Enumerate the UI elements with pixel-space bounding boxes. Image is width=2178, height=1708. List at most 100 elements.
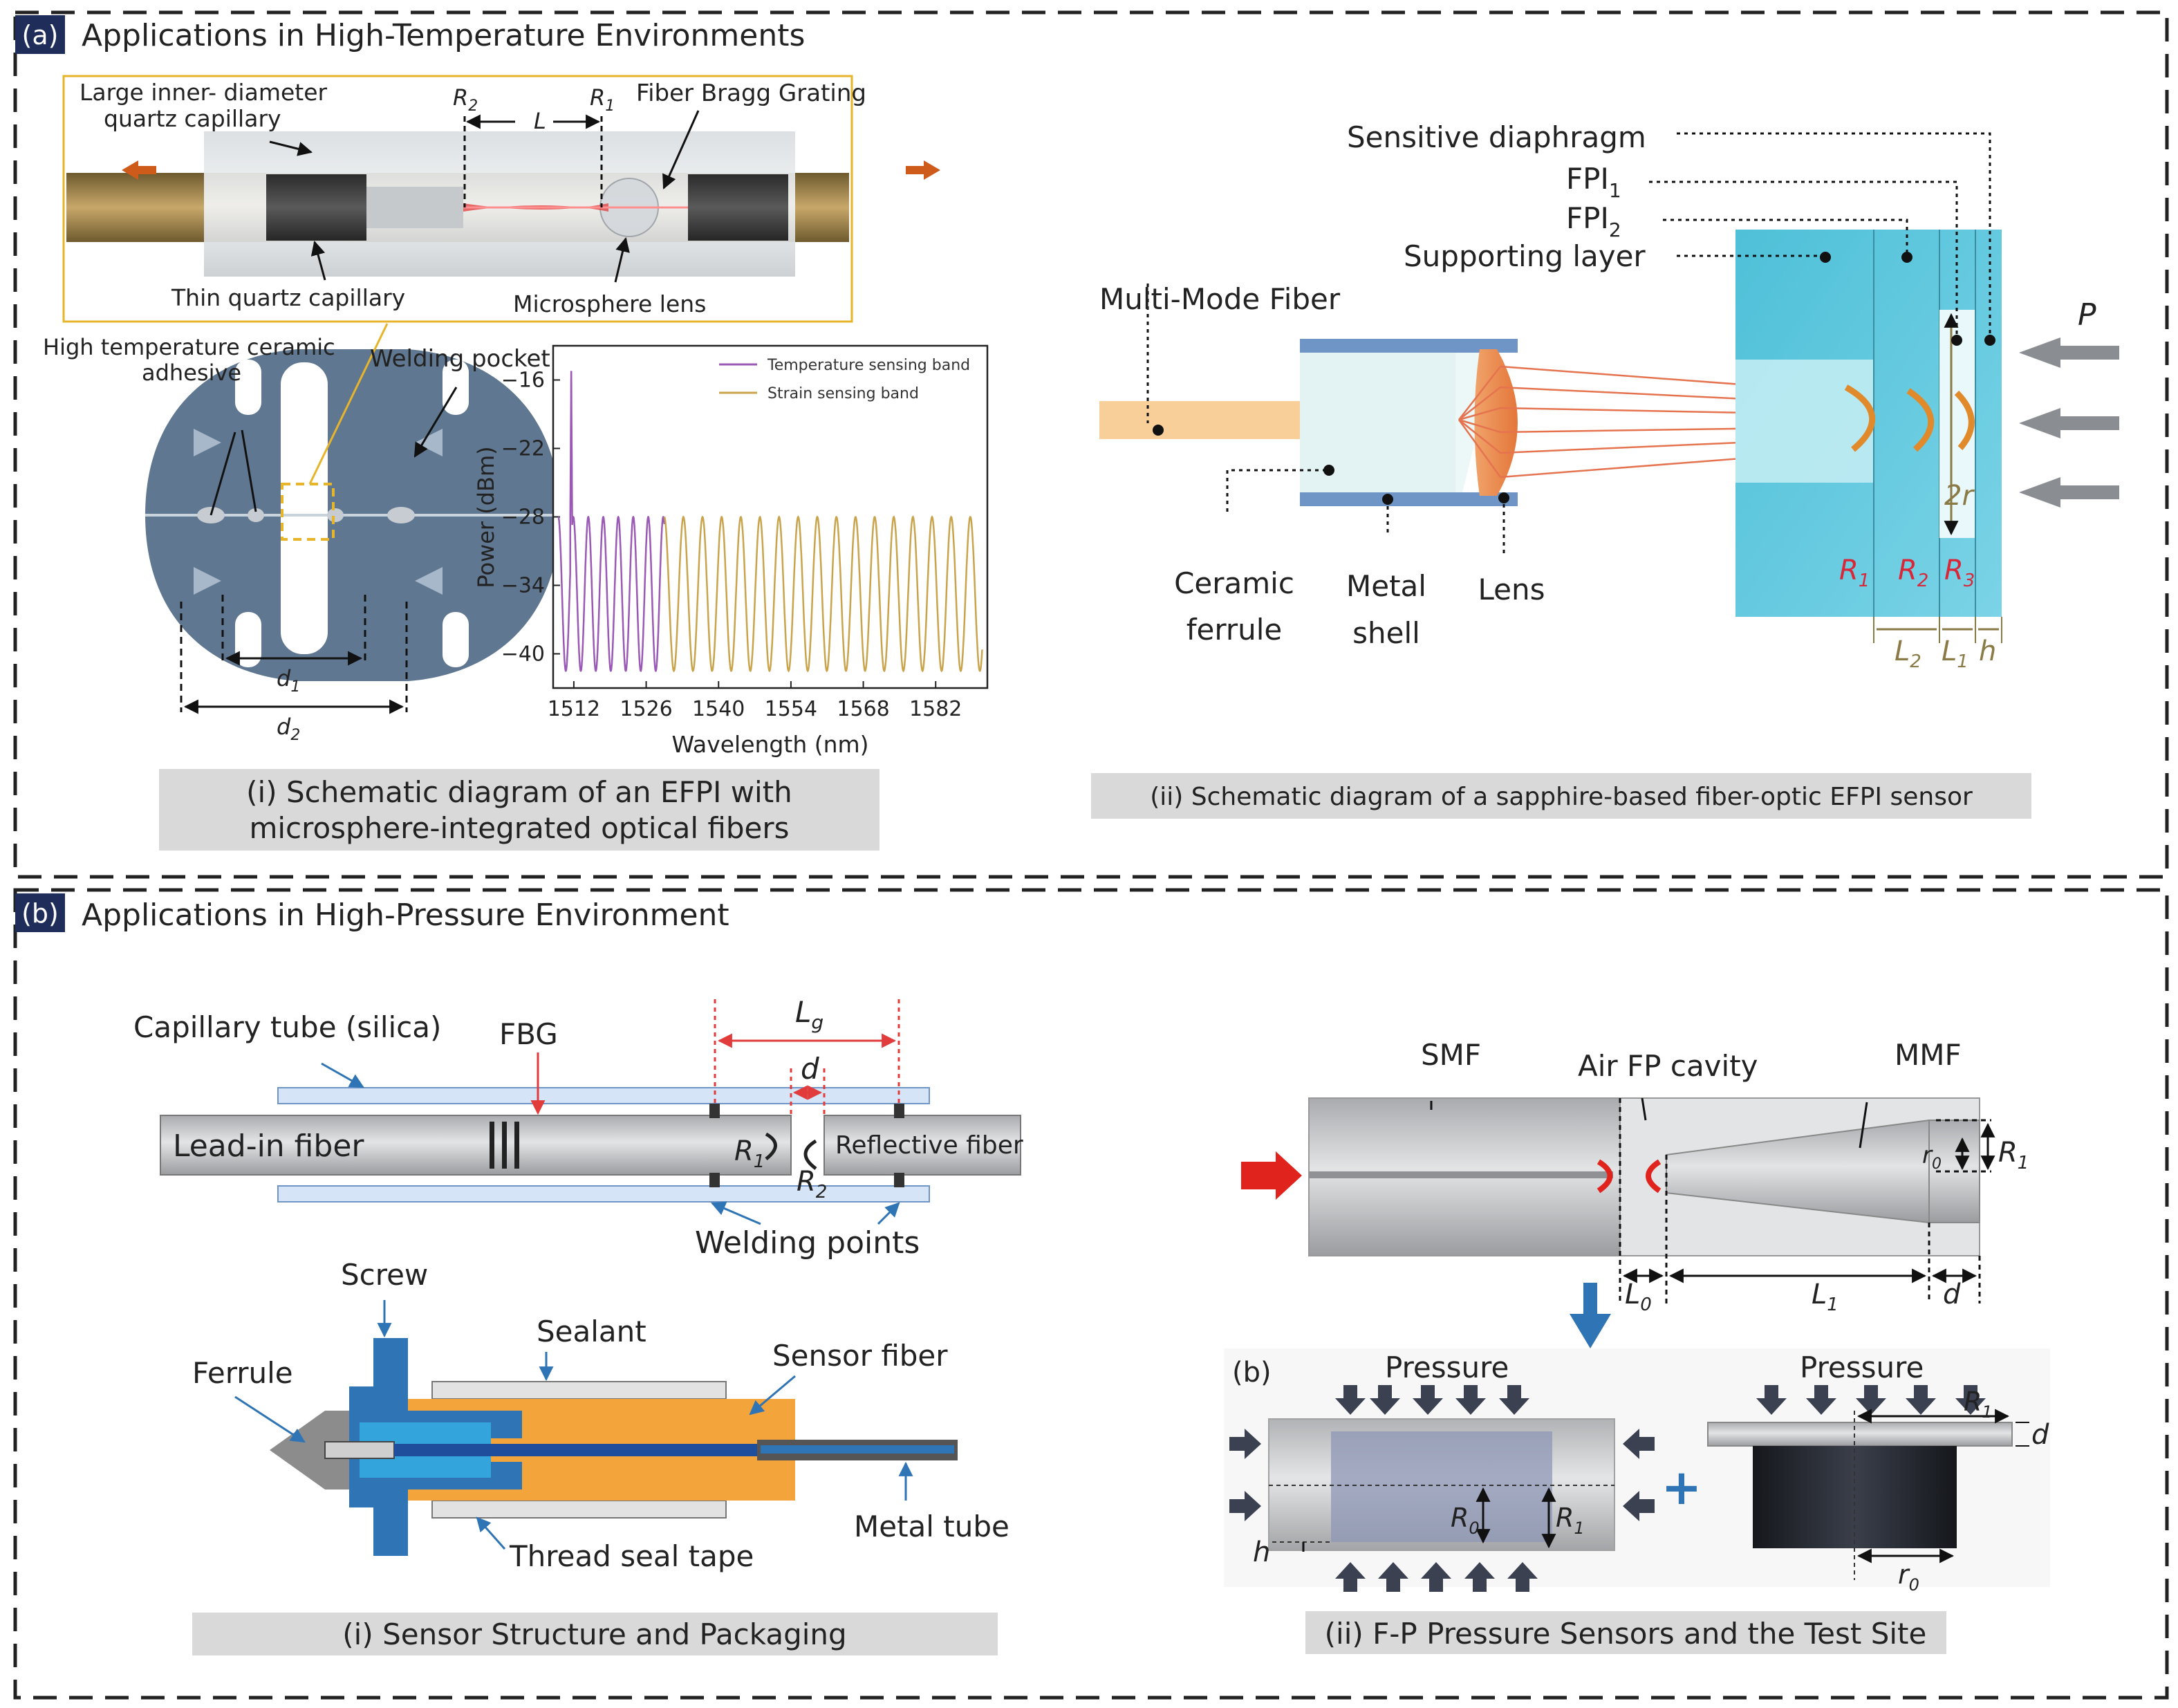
ferrule-core: [324, 1441, 395, 1459]
weld-point-3: [894, 1104, 904, 1118]
panel-a-tag-box: [15, 15, 65, 54]
capillary-bottom: [277, 1185, 930, 1203]
mmf-leader: [1859, 1102, 1868, 1149]
adhesive-leader-2: [241, 429, 257, 512]
r0c-label: r0: [1898, 1559, 1919, 1595]
sapphire-efpi-sensor: [1099, 132, 2119, 643]
adhesive-label-1: High temperature ceramic: [43, 334, 335, 360]
thin-capillary-label: Thin quartz capillary: [171, 284, 405, 311]
large-capillary-label-1: Large inner- diameter: [80, 79, 328, 106]
capillary-top: [277, 1087, 930, 1104]
reflective-fiber: [823, 1115, 1021, 1176]
right-sleeve: [688, 174, 788, 241]
right-arrow: [906, 160, 940, 180]
efpi-microsphere-image: [62, 75, 940, 323]
sealant-top: [431, 1381, 727, 1400]
reflection-arc-2: [1646, 1159, 1662, 1194]
d-b2-label: d: [1943, 1279, 1961, 1310]
chart-frame: [552, 344, 989, 689]
series-line-1: [663, 515, 983, 673]
series-line-0: [557, 371, 665, 672]
zoom-box: [281, 483, 335, 541]
plus-sign: +: [1662, 1459, 1702, 1516]
weld-point-2: [709, 1173, 720, 1187]
sensor-cavity: [1331, 1431, 1552, 1542]
lead-in-fiber-label: Lead-in fiber: [173, 1129, 364, 1164]
weld-4: [387, 507, 415, 523]
legend-temp-label: Temperature sensing band: [767, 357, 970, 374]
caption-b-i: (i) Sensor Structure and Packaging: [342, 1617, 846, 1651]
disk-triangle-4: [415, 567, 443, 595]
caption-b-ii: (ii) F-P Pressure Sensors and the Test S…: [1325, 1617, 1927, 1651]
supporting-layer-label: Supporting layer: [1404, 239, 1646, 273]
caption-a-i-line2: microsphere-integrated optical fibers: [249, 811, 789, 845]
weld-point-1: [709, 1104, 720, 1118]
lead-in-fiber: [160, 1115, 792, 1176]
y-tick-label-4: −40: [501, 642, 545, 667]
disk-notch-1: [235, 360, 261, 415]
lg-label: Lg: [795, 995, 823, 1034]
r2-b-label: R2: [797, 1166, 827, 1203]
metal-shell-bottom: [1300, 492, 1518, 506]
sealant-label: Sealant: [537, 1315, 646, 1348]
fpi2-label: FPI2: [1566, 201, 1621, 241]
l2-sapph-label: L2: [1895, 635, 1921, 672]
caption-b-i-box: [192, 1613, 998, 1655]
p-label: P: [2078, 297, 2096, 333]
grating-2: [502, 1122, 507, 1169]
d1-label: d1: [277, 665, 300, 696]
smf-core: [1309, 1171, 1613, 1178]
r1-top-label: R1: [1998, 1137, 2029, 1173]
panel-a-title: Applications in High-Temperature Environ…: [82, 18, 805, 53]
disk-triangle-2: [415, 429, 443, 456]
y-tick-label-1: −22: [501, 437, 545, 461]
pressure-arrows-left: [1229, 1385, 1655, 1592]
r1-label: R1: [590, 84, 615, 115]
ceramic-ferrule: [1300, 353, 1455, 492]
y-tick-label-2: −28: [501, 505, 545, 530]
d2-label: d2: [277, 714, 300, 744]
large-capillary-label-2: quartz capillary: [104, 105, 281, 132]
support-hole: [1735, 360, 1874, 483]
h-b-label: h: [1253, 1537, 1270, 1568]
metal-shell-top: [1300, 339, 1518, 353]
l0-label: L0: [1625, 1279, 1652, 1315]
l-label: L: [534, 108, 546, 134]
metal-shell-label-1: Metal: [1346, 569, 1426, 603]
r1-arc: [765, 1132, 777, 1160]
input-light-arrow: [1241, 1151, 1302, 1200]
caption-a-i-line1: (i) Schematic diagram of an EFPI with: [246, 775, 792, 809]
reflection-arrows: [1844, 384, 1975, 452]
caption-a-i-box: [159, 769, 879, 851]
welding-pocket-label: Welding pocket: [370, 345, 550, 373]
r2-label: R2: [453, 84, 478, 115]
r1c-label: R1: [1964, 1386, 1993, 1422]
r3-sapph-label: R3: [1944, 555, 1975, 591]
sensor-fiber-label: Sensor fiber: [772, 1339, 948, 1373]
weld-pointer-2: [877, 1202, 900, 1225]
disk-slot: [275, 357, 333, 660]
pressure-arrows: [2019, 337, 2119, 508]
grating-1: [490, 1122, 494, 1169]
disk-triangle-3: [194, 567, 221, 595]
weld-pointer-1: [711, 1201, 761, 1225]
b-sub-tag: (b): [1232, 1357, 1272, 1389]
r2-sapph-label: R2: [1898, 555, 1928, 591]
welding-disk: [145, 323, 560, 714]
chart-y-ticks: −16−22−28−34−40: [501, 369, 560, 667]
capillary-leader: [269, 140, 313, 156]
metal-tube-label: Metal tube: [854, 1510, 1009, 1543]
leader-dots: [1153, 252, 1995, 505]
x-tick-label-4: 1568: [837, 697, 889, 721]
down-arrow: [1570, 1283, 1611, 1348]
chart-xlabel: Wavelength (nm): [671, 731, 868, 758]
panel-b-tag: (b): [21, 898, 59, 929]
r0-b-label: R0: [1451, 1503, 1480, 1538]
ferrule-pointer: [234, 1395, 306, 1443]
smf-label: SMF: [1421, 1038, 1481, 1072]
pocket-leader: [413, 387, 458, 458]
pressure-left-label: Pressure: [1385, 1350, 1509, 1384]
y-tick-label-3: −34: [501, 574, 545, 598]
